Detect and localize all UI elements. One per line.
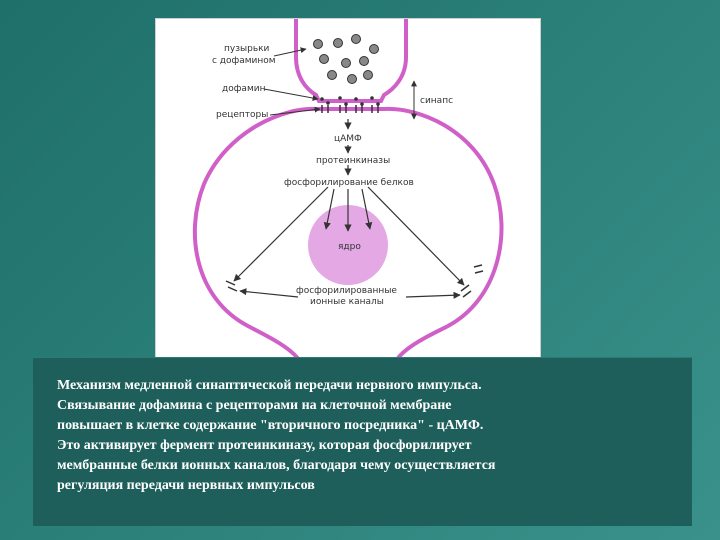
ion-channel-right bbox=[460, 284, 472, 298]
caption-line-6: регуляция передачи нервных импульсов bbox=[57, 478, 315, 493]
caption-line-4: Это активирует фермент протеинкиназу, ко… bbox=[57, 438, 472, 453]
arrow-to-left-channel bbox=[233, 186, 329, 282]
label-receptors: рецепторы bbox=[216, 110, 268, 120]
receptors bbox=[321, 105, 379, 113]
arrow-to-nucleus-3 bbox=[361, 188, 373, 230]
receptors-pointer bbox=[269, 106, 321, 116]
diagram-panel: пузырьки с дофамином дофамин рецепторы с… bbox=[155, 18, 541, 380]
caption-line-2: Связывание дофамина с рецепторами на кле… bbox=[57, 398, 452, 413]
presynaptic-terminal bbox=[294, 19, 408, 103]
label-nucleus: ядро bbox=[338, 242, 361, 252]
label-protein-kinases: протеинкиназы bbox=[316, 156, 390, 166]
dopamine-vesicles bbox=[313, 34, 379, 84]
label-phosphorylation: фосфорилирование белков bbox=[284, 178, 414, 188]
label-channels-1: фосфорилированные bbox=[296, 286, 397, 296]
label-vesicles-1: пузырьки bbox=[224, 44, 270, 54]
vesicles-pointer bbox=[273, 47, 307, 57]
caption-line-5: мембранные белки ионных каналов, благода… bbox=[57, 458, 496, 473]
label-channels-2: ионные каналы bbox=[310, 297, 384, 307]
arrow-to-right-channel bbox=[367, 186, 465, 286]
label-vesicles-2: с дофамином bbox=[212, 56, 276, 66]
postsynaptic-membrane bbox=[192, 106, 504, 379]
caption-line-1: Механизм медленной синаптической передач… bbox=[57, 378, 482, 393]
arrow-to-nucleus-1 bbox=[323, 188, 335, 230]
caption-box: Механизм медленной синаптической передач… bbox=[33, 357, 692, 526]
label-camp: цАМФ bbox=[334, 134, 362, 144]
caption-text: Механизм медленной синаптической передач… bbox=[57, 376, 687, 496]
dopamine-pointer bbox=[263, 88, 319, 101]
label-synapse: синапс bbox=[420, 96, 453, 106]
dopamine-molecules bbox=[320, 96, 380, 106]
synapse-diagram: пузырьки с дофамином дофамин рецепторы с… bbox=[192, 19, 504, 379]
ion-channel-left bbox=[225, 280, 238, 292]
label-dopamine: дофамин bbox=[222, 84, 266, 94]
arrow-channels-right bbox=[405, 291, 461, 299]
ion-channel-right-upper bbox=[473, 264, 484, 274]
caption-line-3: повышает в клетке содержание "вторичного… bbox=[57, 418, 484, 433]
arrow-channels-left bbox=[239, 288, 299, 298]
